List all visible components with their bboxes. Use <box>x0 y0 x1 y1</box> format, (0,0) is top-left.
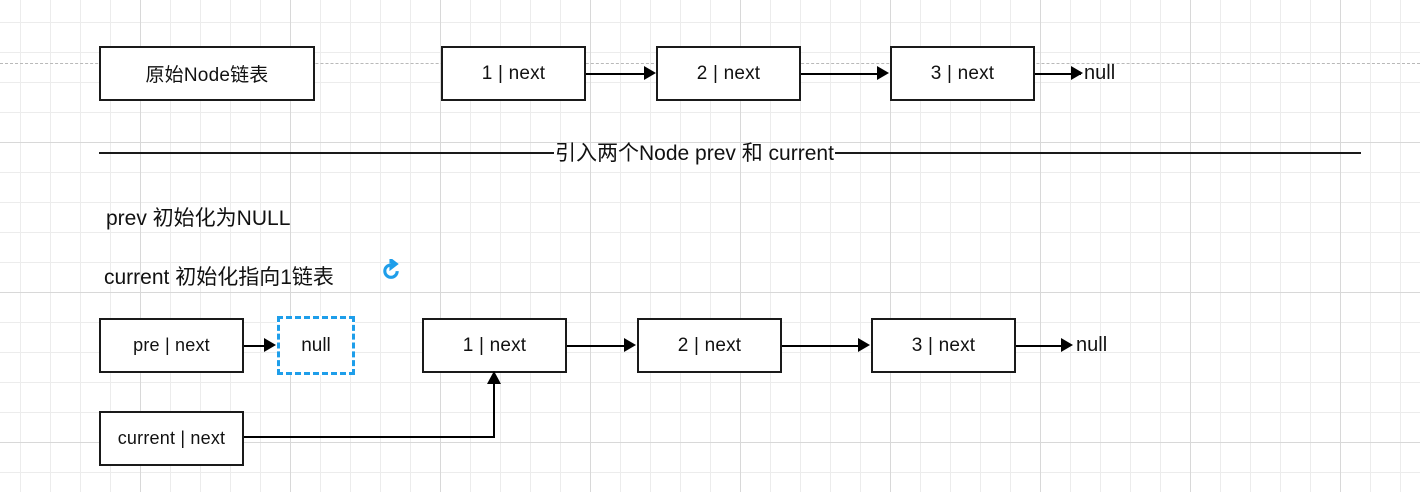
arrowhead-row1-2-to-3 <box>877 66 889 80</box>
node-current[interactable]: current | next <box>99 411 244 466</box>
arrowhead-row2-1-to-2 <box>624 338 636 352</box>
arrowhead-row2-2-to-3 <box>858 338 870 352</box>
divider-rule-left <box>99 152 554 154</box>
node-label-text: null <box>301 334 331 356</box>
node-row1-2[interactable]: 2 | next <box>656 46 801 101</box>
section-divider: 引入两个Node prev 和 current <box>99 138 1361 168</box>
node-label-text: 2 | next <box>696 62 761 84</box>
node-row2-3[interactable]: 3 | next <box>871 318 1016 373</box>
divider-rule-right <box>834 152 1361 154</box>
connector-current-horizontal <box>244 436 495 438</box>
arrowhead-prev-to-null <box>264 338 276 352</box>
note-prev-init: prev 初始化为NULL <box>106 207 291 230</box>
connector-row1-2-to-3 <box>801 73 879 75</box>
refresh-icon[interactable] <box>379 256 403 283</box>
arrowhead-row1-1-to-2 <box>644 66 656 80</box>
node-label-text: 2 | next <box>677 334 742 356</box>
node-prev[interactable]: pre | next <box>99 318 244 373</box>
connector-prev-to-null <box>244 345 270 347</box>
connector-row1-1-to-2 <box>586 73 646 75</box>
node-original-list-label[interactable]: 原始Node链表 <box>99 46 315 101</box>
node-label-text: 原始Node链表 <box>145 65 269 86</box>
arrowhead-row1-3-to-null <box>1071 66 1083 80</box>
node-row1-3[interactable]: 3 | next <box>890 46 1035 101</box>
node-label-text: 1 | next <box>481 62 546 84</box>
node-label-text: current | next <box>117 428 226 448</box>
node-prev-null-selected[interactable]: null <box>277 316 355 375</box>
connector-row2-3-to-null <box>1016 345 1064 347</box>
connector-row2-2-to-3 <box>782 345 860 347</box>
node-label-text: 3 | next <box>930 62 995 84</box>
connector-row1-3-to-null <box>1035 73 1081 75</box>
node-label-text: pre | next <box>133 335 210 355</box>
arrowhead-row2-3-to-null <box>1061 338 1073 352</box>
node-label-text: 3 | next <box>911 334 976 356</box>
divider-caption: 引入两个Node prev 和 current <box>555 141 834 165</box>
node-row2-1[interactable]: 1 | next <box>422 318 567 373</box>
arrowhead-current-to-node1 <box>487 371 501 384</box>
node-row2-2[interactable]: 2 | next <box>637 318 782 373</box>
note-current-init: current 初始化指向1链表 <box>104 266 334 289</box>
connector-current-vertical <box>493 382 495 438</box>
label-row2-null: null <box>1076 334 1108 356</box>
node-label-text: 1 | next <box>462 334 527 356</box>
label-row1-null: null <box>1084 62 1116 84</box>
connector-row2-1-to-2 <box>567 345 627 347</box>
node-row1-1[interactable]: 1 | next <box>441 46 586 101</box>
